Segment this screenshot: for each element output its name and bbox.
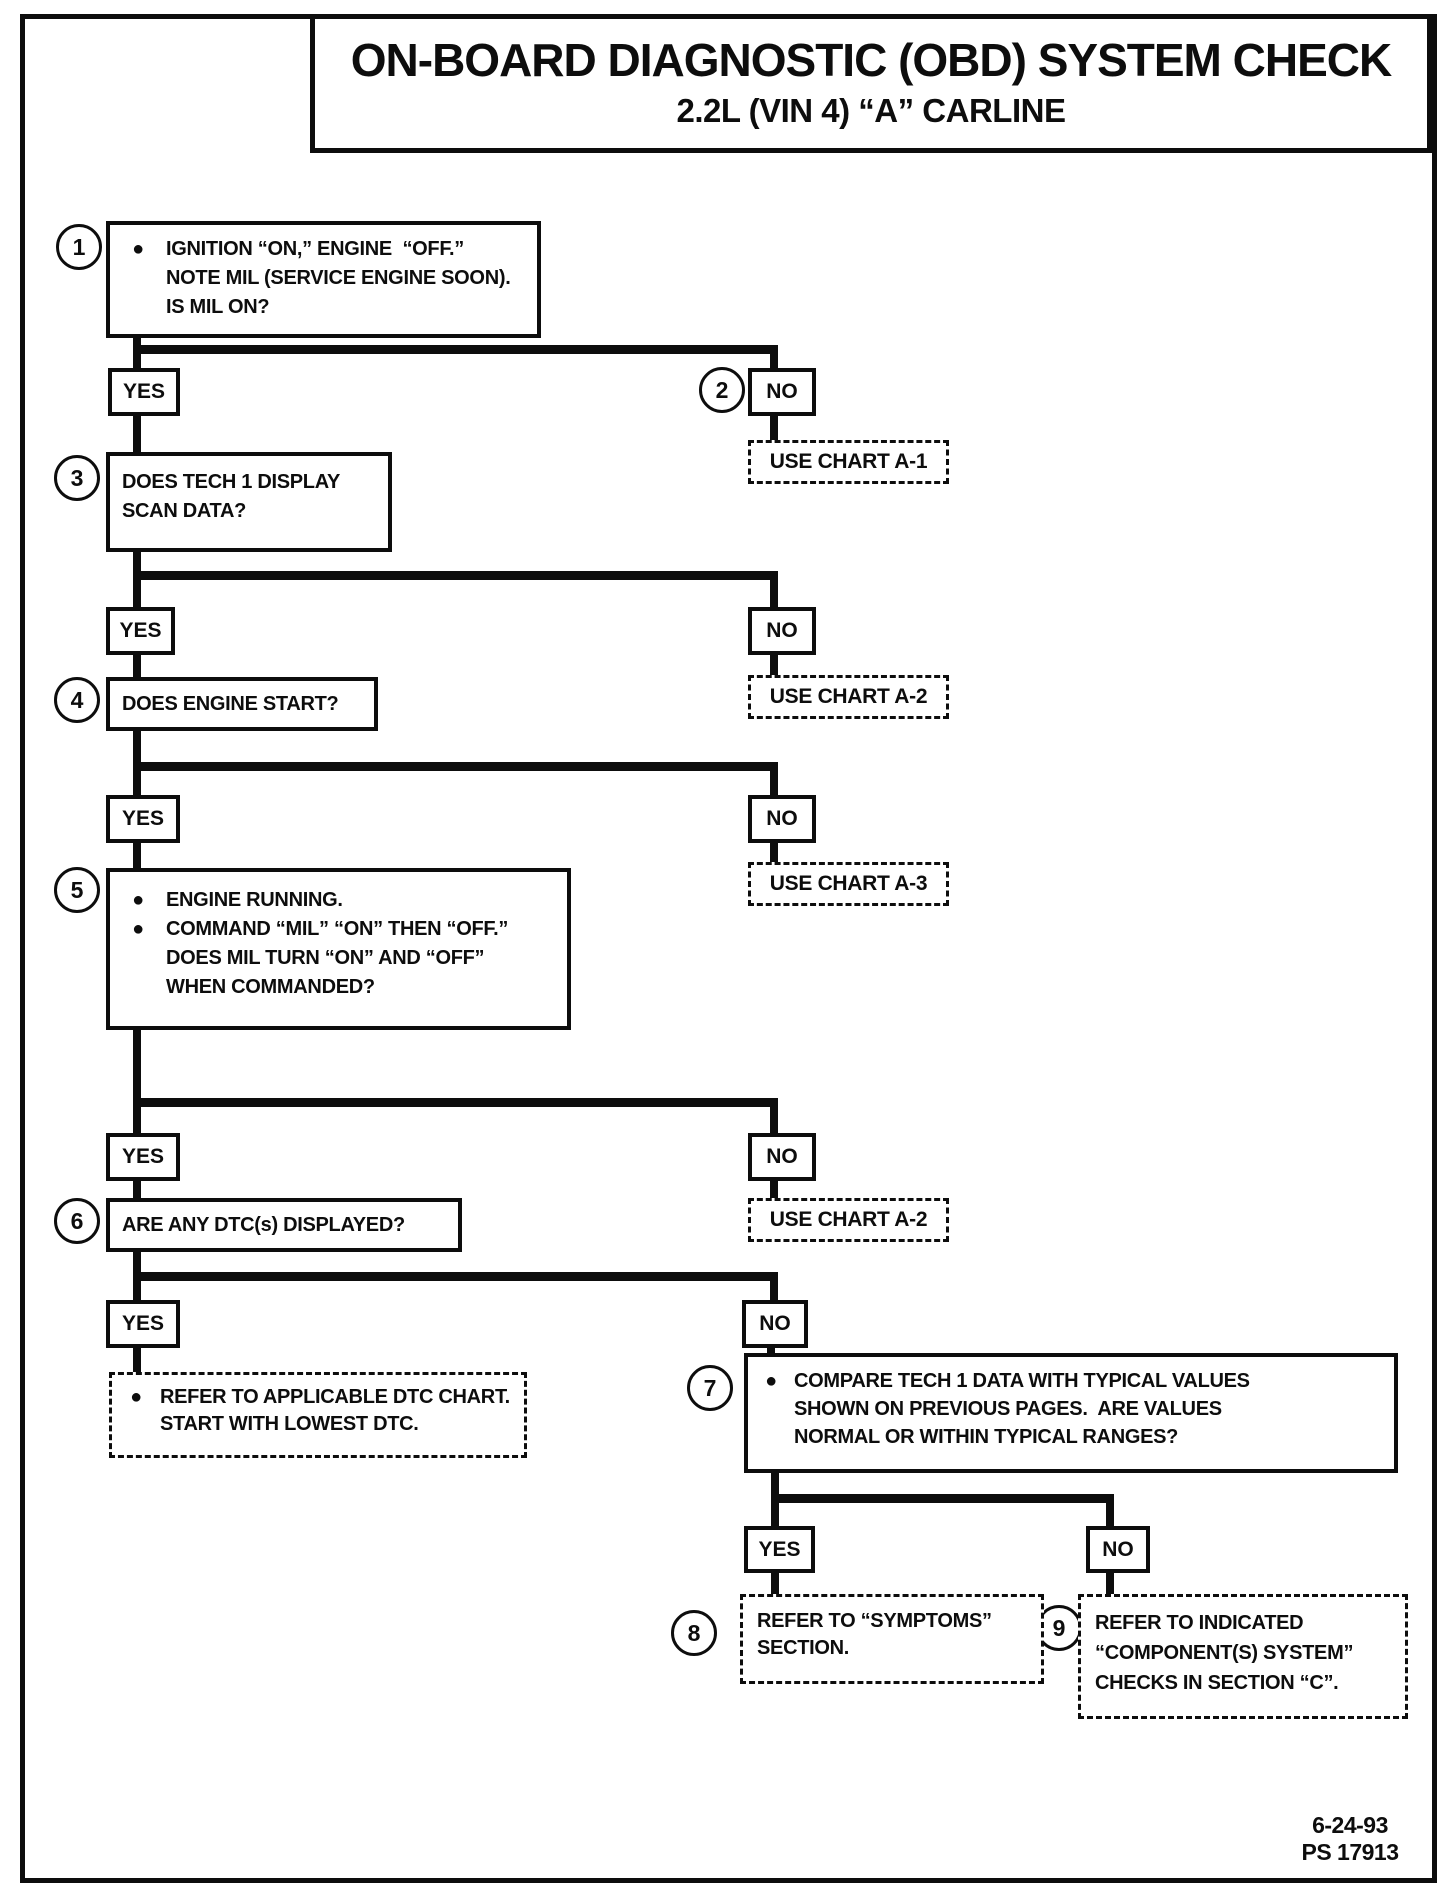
decision-box-1: ● IGNITION “ON,” ENGINE “OFF.” NOTE MIL (…	[106, 221, 541, 338]
footer-doc-code: PS 17913	[1301, 1839, 1399, 1865]
chart-ref-a2: USE CHART A-2	[748, 675, 949, 719]
connector-line	[133, 1008, 141, 1133]
bullet-icon: ●	[132, 238, 144, 260]
flow-label-no-1: NO	[748, 368, 816, 416]
connector-line	[771, 1455, 779, 1526]
box-text-line: DOES MIL TURN “ON” AND “OFF”	[166, 947, 485, 969]
box-text-line: COMMAND “MIL” “ON” THEN “OFF.”	[166, 918, 509, 940]
footer-block: 6-24-93 PS 17913	[1298, 1812, 1402, 1866]
decision-box-5: ● ENGINE RUNNING. ● COMMAND “MIL” “ON” THE…	[106, 868, 571, 1030]
box-text-line: NORMAL OR WITHIN TYPICAL RANGES?	[794, 1426, 1179, 1448]
bullet-icon: ●	[765, 1370, 777, 1392]
footer-date: 6-24-93	[1312, 1812, 1388, 1838]
box-text-line: SCAN DATA?	[122, 500, 247, 522]
connector-line	[770, 1102, 778, 1133]
connector-line	[133, 1098, 778, 1107]
action-box-8: REFER TO “SYMPTOMS” SECTION.	[740, 1594, 1044, 1684]
box-text-line: SECTION.	[757, 1637, 850, 1659]
box-text-line: “COMPONENT(S) SYSTEM”	[1095, 1642, 1354, 1664]
box-text-line: IS MIL ON?	[166, 296, 270, 318]
box-text-line: COMPARE TECH 1 DATA WITH TYPICAL VALUES	[794, 1370, 1250, 1392]
box-text-line: ARE ANY DTC(s) DISPLAYED?	[122, 1213, 405, 1236]
box-text-line: REFER TO “SYMPTOMS”	[757, 1610, 992, 1632]
box-text-line: REFER TO APPLICABLE DTC CHART.	[160, 1386, 510, 1408]
connector-line	[770, 835, 778, 862]
connector-line	[1106, 1498, 1114, 1526]
bullet-icon: ●	[132, 918, 144, 940]
flow-label-no-3: NO	[748, 795, 816, 843]
action-box-dtc: ● REFER TO APPLICABLE DTC CHART. START WI…	[109, 1372, 527, 1458]
connector-line	[771, 1565, 779, 1594]
step-circle-8: 8	[671, 1610, 717, 1656]
step-circle-6: 6	[54, 1198, 100, 1244]
connector-line	[770, 647, 778, 675]
connector-line	[133, 320, 141, 368]
chart-ref-a1: USE CHART A-1	[748, 440, 949, 484]
flow-label-yes-6: YES	[744, 1526, 815, 1573]
flow-label-yes-2: YES	[106, 607, 175, 655]
connector-line	[133, 532, 141, 607]
box-text-line: START WITH LOWEST DTC.	[160, 1413, 419, 1435]
connector-line	[771, 1494, 1114, 1503]
bullet-icon: ●	[130, 1386, 142, 1408]
box-text-line: CHECKS IN SECTION “C”.	[1095, 1672, 1339, 1694]
step-circle-2: 2	[699, 367, 745, 413]
chart-ref-a2b: USE CHART A-2	[748, 1198, 949, 1242]
flow-label-no-5: NO	[742, 1300, 808, 1348]
connector-line	[133, 345, 778, 354]
box-text-line: DOES ENGINE START?	[122, 692, 339, 715]
connector-line	[133, 1340, 141, 1372]
flow-label-yes-1: YES	[108, 368, 180, 416]
box-text-line: SHOWN ON PREVIOUS PAGES. ARE VALUES	[794, 1398, 1222, 1420]
connector-line	[133, 1272, 778, 1281]
chart-ref-a3: USE CHART A-3	[748, 862, 949, 906]
decision-box-6: ARE ANY DTC(s) DISPLAYED?	[106, 1198, 462, 1252]
action-box-9: REFER TO INDICATED “COMPONENT(S) SYSTEM”…	[1078, 1594, 1408, 1719]
connector-line	[133, 647, 141, 677]
box-text-line: REFER TO INDICATED	[1095, 1612, 1304, 1634]
connector-line	[770, 766, 778, 795]
box-text-line: NOTE MIL (SERVICE ENGINE SOON).	[166, 267, 511, 289]
box-text-line: DOES TECH 1 DISPLAY	[122, 471, 341, 493]
bullet-icon: ●	[132, 889, 144, 911]
box-text-line: WHEN COMMANDED?	[166, 976, 375, 998]
connector-line	[770, 575, 778, 607]
decision-box-4: DOES ENGINE START?	[106, 677, 378, 731]
flow-label-no-4: NO	[748, 1133, 816, 1181]
connector-line	[133, 723, 141, 795]
connector-line	[133, 408, 141, 452]
connector-line	[770, 408, 778, 440]
connector-line	[770, 1276, 778, 1300]
connector-line	[133, 1173, 141, 1198]
step-circle-7: 7	[687, 1365, 733, 1411]
connector-line	[133, 762, 778, 771]
step-circle-4: 4	[54, 677, 100, 723]
step-circle-1: 1	[56, 224, 102, 270]
flow-label-no-2: NO	[748, 607, 816, 655]
step-circle-3: 3	[54, 455, 100, 501]
decision-box-3: DOES TECH 1 DISPLAY SCAN DATA?	[106, 452, 392, 552]
flow-label-yes-3: YES	[106, 795, 180, 843]
title-box: ON-BOARD DIAGNOSTIC (OBD) SYSTEM CHECK 2…	[310, 14, 1432, 153]
page-title: ON-BOARD DIAGNOSTIC (OBD) SYSTEM CHECK	[350, 34, 1392, 86]
connector-line	[770, 349, 778, 368]
connector-line	[770, 1173, 778, 1198]
step-circle-5: 5	[54, 867, 100, 913]
flow-label-yes-5: YES	[106, 1300, 180, 1348]
connector-line	[133, 835, 141, 868]
page-subtitle: 2.2L (VIN 4) “A” CARLINE	[676, 92, 1066, 129]
connector-line	[1106, 1565, 1114, 1594]
decision-box-7: ● COMPARE TECH 1 DATA WITH TYPICAL VALUES…	[744, 1353, 1398, 1473]
box-text-line: IGNITION “ON,” ENGINE “OFF.”	[166, 238, 464, 260]
connector-line	[133, 571, 778, 580]
flow-label-yes-4: YES	[106, 1133, 180, 1181]
flow-label-no-6: NO	[1086, 1526, 1150, 1573]
box-text-line: ENGINE RUNNING.	[166, 889, 343, 911]
